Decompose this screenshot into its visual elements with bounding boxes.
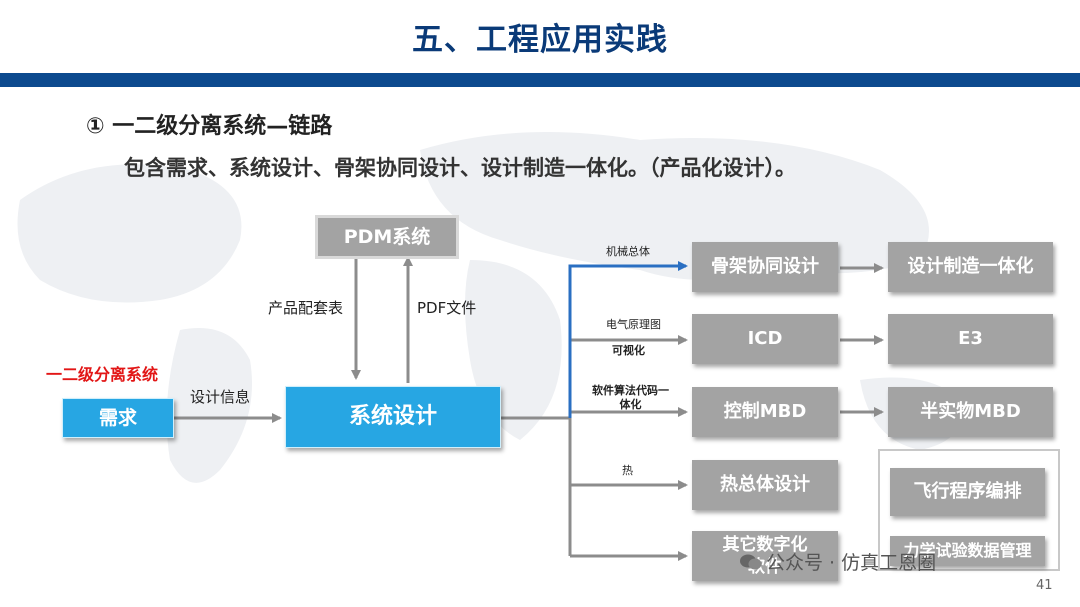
other-digital-software-node: 其它数字化 软件	[692, 531, 838, 581]
thermal-design-node: 热总体设计	[692, 460, 838, 510]
title-divider-bar	[0, 73, 1080, 87]
flight-program-node: 飞行程序编排	[890, 468, 1045, 516]
thermal-label: 热	[622, 464, 633, 477]
semi-physical-mbd-node: 半实物MBD	[888, 387, 1053, 437]
section-heading: ① 一二级分离系统—链路	[86, 114, 333, 139]
mechanical-label: 机械总体	[606, 245, 650, 258]
mech-test-data-node: 力学试验数据管理	[890, 536, 1045, 566]
e3-node: E3	[888, 314, 1053, 364]
system-design-node: 系统设计	[285, 386, 501, 448]
skeleton-design-node: 骨架协同设计	[692, 242, 838, 292]
control-mbd-node: 控制MBD	[692, 387, 838, 437]
watermark-text: 公众号 · 仿真工恩圈	[766, 552, 937, 574]
subsystem-label: 一二级分离系统	[46, 365, 159, 384]
pdf-file-label: PDF文件	[417, 299, 477, 317]
design-info-label: 设计信息	[190, 388, 251, 406]
icd-node: ICD	[692, 314, 838, 364]
electrical-label: 电气原理图	[606, 318, 661, 331]
dashed-group-frame	[878, 449, 1060, 571]
section-subtitle: 包含需求、系统设计、骨架协同设计、设计制造一体化。（产品化设计）。	[124, 156, 796, 180]
product-config-label: 产品配套表	[268, 299, 344, 317]
demand-node: 需求	[62, 398, 174, 438]
page-title: 五、工程应用实践	[412, 22, 668, 58]
page-number: 41	[1036, 578, 1053, 593]
software-label: 软件算法代码一 体化	[592, 384, 669, 411]
design-manufacturing-node: 设计制造一体化	[888, 242, 1053, 292]
visualize-label: 可视化	[612, 344, 645, 357]
wechat-icon	[740, 554, 762, 570]
pdm-system-node: PDM系统	[315, 215, 459, 259]
